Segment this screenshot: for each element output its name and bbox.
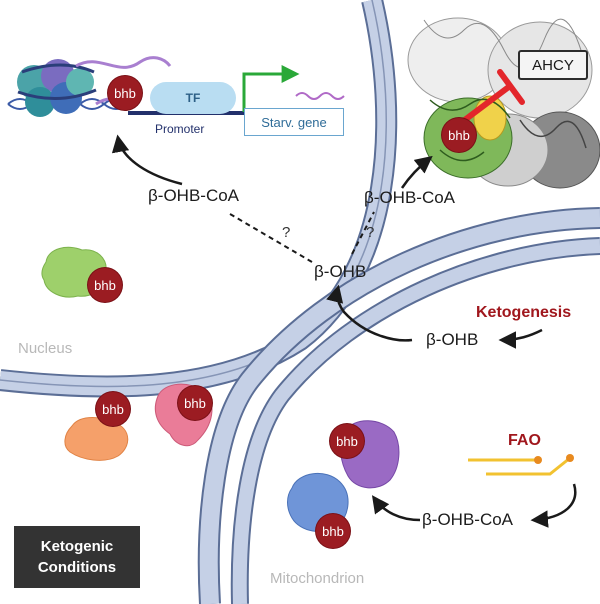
starv-gene-box: Starv. gene xyxy=(244,108,344,136)
fatty-acid-icon xyxy=(468,454,574,476)
condition-line-2: Conditions xyxy=(37,559,117,576)
bhb-badge: bhb xyxy=(88,268,122,302)
nucleosome-icon xyxy=(17,59,97,117)
ketogenesis-label: Ketogenesis xyxy=(476,304,572,321)
bhb-badge: bhb xyxy=(178,386,212,420)
arrow-fao xyxy=(530,483,577,528)
fao-label: FAO xyxy=(508,432,541,449)
bohb-center-label: β-OHB xyxy=(314,262,367,281)
histone-tail-icon xyxy=(75,56,172,69)
transcription-start-arrow xyxy=(242,65,300,112)
dashed-link-left xyxy=(229,213,313,263)
arrow-ketogenesis xyxy=(498,328,543,349)
arrow-to-ahcy xyxy=(400,155,433,189)
dashed-link-right xyxy=(351,211,375,255)
bhb-badge: bhb xyxy=(316,514,350,548)
tf-pill: TF xyxy=(150,82,236,114)
condition-line-1: Ketogenic xyxy=(40,538,114,555)
nucleus-label: Nucleus xyxy=(18,340,73,357)
arrow-bohb-to-cytosol xyxy=(326,284,413,342)
bohb-mito-label: β-OHB xyxy=(426,330,479,349)
ahcy-box: AHCY xyxy=(518,50,588,80)
bohb-coa-ahcy-label: β-OHB-CoA xyxy=(364,188,456,207)
bohb-coa-mito-label: β-OHB-CoA xyxy=(422,510,514,529)
ahcy-structure-icon xyxy=(407,17,600,189)
inhibition-bar-icon xyxy=(459,69,525,125)
ketogenic-conditions-box: Ketogenic Conditions xyxy=(14,526,140,588)
bhb-badge: bhb xyxy=(330,424,364,458)
bohb-coa-nucleus-label: β-OHB-CoA xyxy=(148,186,240,205)
bhb-badge: bhb xyxy=(442,118,476,152)
question-mark-right: ? xyxy=(366,224,375,241)
mrna-icon xyxy=(295,92,345,100)
mitochondrial-membrane xyxy=(197,207,600,604)
arrow-to-mito-proteins xyxy=(371,495,421,522)
promoter-label: Promoter xyxy=(155,122,205,136)
question-mark-left: ? xyxy=(282,224,291,241)
bhb-badge: bhb xyxy=(96,392,130,426)
bhb-badge: bhb xyxy=(108,76,142,110)
arrow-to-chromatin xyxy=(111,134,183,186)
mitochondrion-label: Mitochondrion xyxy=(270,570,365,587)
